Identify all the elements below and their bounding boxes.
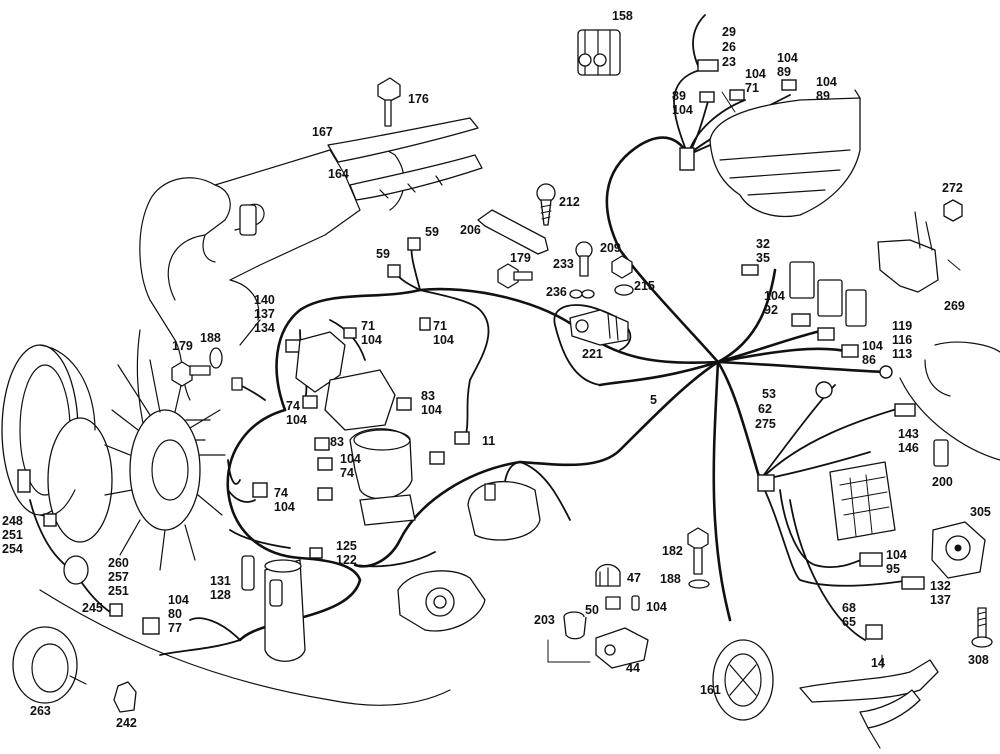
callout-28: 5 <box>650 393 657 407</box>
callout-2: 104 89 <box>777 51 801 79</box>
bolt-179-center <box>497 263 533 289</box>
callout-54: 188 <box>660 572 681 586</box>
callout-51: 263 <box>30 704 51 718</box>
callout-31: 104 86 <box>862 339 886 367</box>
callout-12: 59 <box>376 247 390 261</box>
callout-26: 83 104 74 <box>330 435 364 480</box>
throttle-body <box>397 570 486 632</box>
callout-17: 236 <box>546 285 567 299</box>
callout-59: 44 <box>626 661 640 675</box>
callout-58: 203 <box>534 613 555 627</box>
callout-5: 89 104 <box>672 89 693 117</box>
sensor-221 <box>569 309 629 346</box>
callout-53: 182 <box>662 544 683 558</box>
callout-56: 50 <box>585 603 599 617</box>
callout-45: 125 122 <box>336 539 360 567</box>
relay-block <box>789 261 867 327</box>
bolt-176 <box>377 77 401 127</box>
callout-39: 104 95 <box>886 548 910 576</box>
callout-35: 53 62 275 <box>755 387 779 431</box>
ignition-coil <box>241 555 306 662</box>
air-cleaner-housing <box>709 89 861 218</box>
sensor-47 <box>595 563 621 587</box>
clip-242 <box>113 681 137 713</box>
control-unit-143 <box>829 461 896 541</box>
callout-0: 158 <box>612 9 633 23</box>
callout-labels: 158 29 26 23 104 89 104 71 104 89 89 104… <box>2 9 991 730</box>
callout-27: 11 <box>482 434 495 448</box>
cap-161 <box>712 639 774 721</box>
callout-47: 104 80 77 <box>168 593 192 635</box>
leader-lines <box>547 91 961 669</box>
callout-18: 221 <box>582 347 603 361</box>
callout-10: 206 <box>460 223 481 237</box>
callout-4: 104 89 <box>816 75 840 103</box>
callout-25: 74 104 <box>286 399 307 427</box>
callout-8: 164 <box>328 167 349 181</box>
plug-260 <box>63 555 89 585</box>
callout-11: 59 <box>425 225 439 239</box>
callout-52: 242 <box>116 716 137 730</box>
main-harness-wires <box>29 14 911 656</box>
fasteners-209-233-215-236 <box>569 241 634 299</box>
callout-48: 260 257 251 <box>108 556 132 598</box>
harness-connectors <box>17 59 925 640</box>
distributor-cap <box>467 480 541 541</box>
callout-19: 140 137 134 <box>254 293 278 335</box>
callout-55: 47 <box>627 571 641 585</box>
callout-22: 71 104 <box>361 319 382 347</box>
callout-34: 269 <box>944 299 965 313</box>
callout-1: 29 26 23 <box>722 25 739 69</box>
callout-3: 104 71 <box>745 67 769 95</box>
bracket-269-272 <box>877 199 963 293</box>
callout-42: 14 <box>871 656 885 670</box>
cover-167-164 <box>327 117 483 201</box>
callout-37: 200 <box>932 475 953 489</box>
callout-49: 248 251 254 <box>2 514 26 556</box>
injection-unit <box>295 331 416 526</box>
callout-29: 32 35 <box>756 237 773 265</box>
bushing-203 <box>563 611 587 640</box>
callout-44: 74 104 <box>274 486 295 514</box>
bolt-179-left <box>171 347 243 391</box>
callout-60: 161 <box>700 683 721 697</box>
callout-21: 179 <box>172 339 193 353</box>
callout-36: 143 146 <box>898 427 922 455</box>
callout-40: 132 137 <box>930 579 954 607</box>
callout-50: 245 <box>82 601 103 615</box>
bolt-182 <box>687 527 710 589</box>
pipe-14 <box>799 659 939 749</box>
plug-50 <box>605 595 640 611</box>
callout-23: 71 104 <box>433 319 454 347</box>
callout-13: 179 <box>510 251 531 265</box>
callout-30: 104 92 <box>764 289 788 317</box>
switch-44 <box>595 627 649 669</box>
callout-24: 83 104 <box>421 389 442 417</box>
callout-32: 119 116 113 <box>892 319 916 361</box>
callout-14: 209 <box>600 241 621 255</box>
screw-212 <box>536 183 556 226</box>
callout-6: 176 <box>408 92 429 106</box>
bracket-206 <box>477 209 549 255</box>
callout-9: 212 <box>559 195 580 209</box>
callout-46: 131 128 <box>210 574 234 602</box>
callout-16: 215 <box>634 279 655 293</box>
part-158-mount <box>577 29 621 76</box>
callout-15: 233 <box>553 257 574 271</box>
callout-33: 272 <box>942 181 963 195</box>
callout-41: 68 65 <box>842 601 859 629</box>
screw-308 <box>971 607 993 648</box>
callout-38: 305 <box>970 505 991 519</box>
ring-263 <box>12 626 87 704</box>
callout-7: 167 <box>312 125 333 139</box>
callout-43: 308 <box>968 653 989 667</box>
socket-305 <box>931 521 986 579</box>
callout-20: 188 <box>200 331 221 345</box>
gearbox-housing-outline <box>899 341 1000 461</box>
engine-block-outline <box>39 144 451 706</box>
sensor-200 <box>933 439 949 467</box>
callout-57: 104 <box>646 600 667 614</box>
